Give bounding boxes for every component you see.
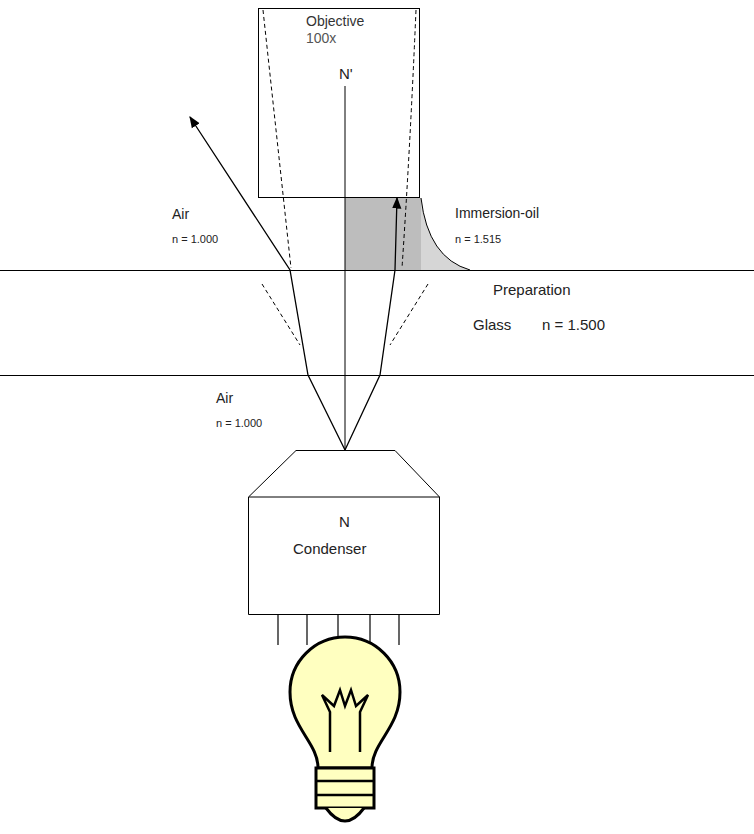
condenser-shape: [249, 451, 440, 615]
light-ray: [190, 117, 345, 450]
refractive-index: n = 1.000: [172, 233, 218, 245]
condenser: Condenser: [248, 450, 440, 615]
node-text: Glass: [473, 317, 511, 334]
axis-label: N': [339, 66, 353, 83]
node-text: Preparation: [493, 282, 571, 299]
medium-label: Air: [216, 391, 233, 406]
condenser-outline: [248, 450, 440, 615]
objective-box: Objective 100x: [258, 8, 420, 198]
refractive-index: n = 1.000: [216, 417, 262, 429]
node-text: Objective: [306, 14, 364, 29]
node-text: Condenser: [293, 541, 366, 558]
optical-axis: [345, 86, 346, 510]
light-bulb: [290, 637, 400, 821]
medium-label: Air: [172, 207, 189, 222]
node-text: n = 1.500: [542, 317, 605, 334]
axis-label: N: [339, 514, 350, 531]
glass-slide: PreparationGlass n = 1.500: [0, 270, 754, 376]
refractive-index: n = 1.515: [455, 233, 501, 245]
light-ray: [345, 198, 397, 450]
medium-label: Immersion-oil: [455, 206, 539, 221]
immersion-oil: [345, 198, 421, 270]
node-text: 100x: [306, 31, 336, 46]
